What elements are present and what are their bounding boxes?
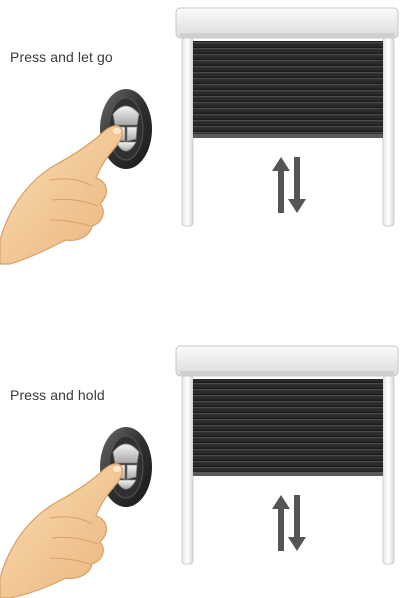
step-press-and-let-go: Press and let go <box>0 0 400 299</box>
hand-icon <box>0 126 122 264</box>
step-press-and-hold: Press and hold <box>0 299 400 598</box>
up-down-arrows-icon <box>272 157 306 213</box>
up-down-arrows-icon <box>272 495 306 551</box>
roller-shutter-icon <box>176 346 398 564</box>
hand-icon <box>0 464 122 598</box>
step-illustration <box>0 0 400 299</box>
step-illustration <box>0 299 400 598</box>
roller-shutter-icon <box>176 8 398 226</box>
